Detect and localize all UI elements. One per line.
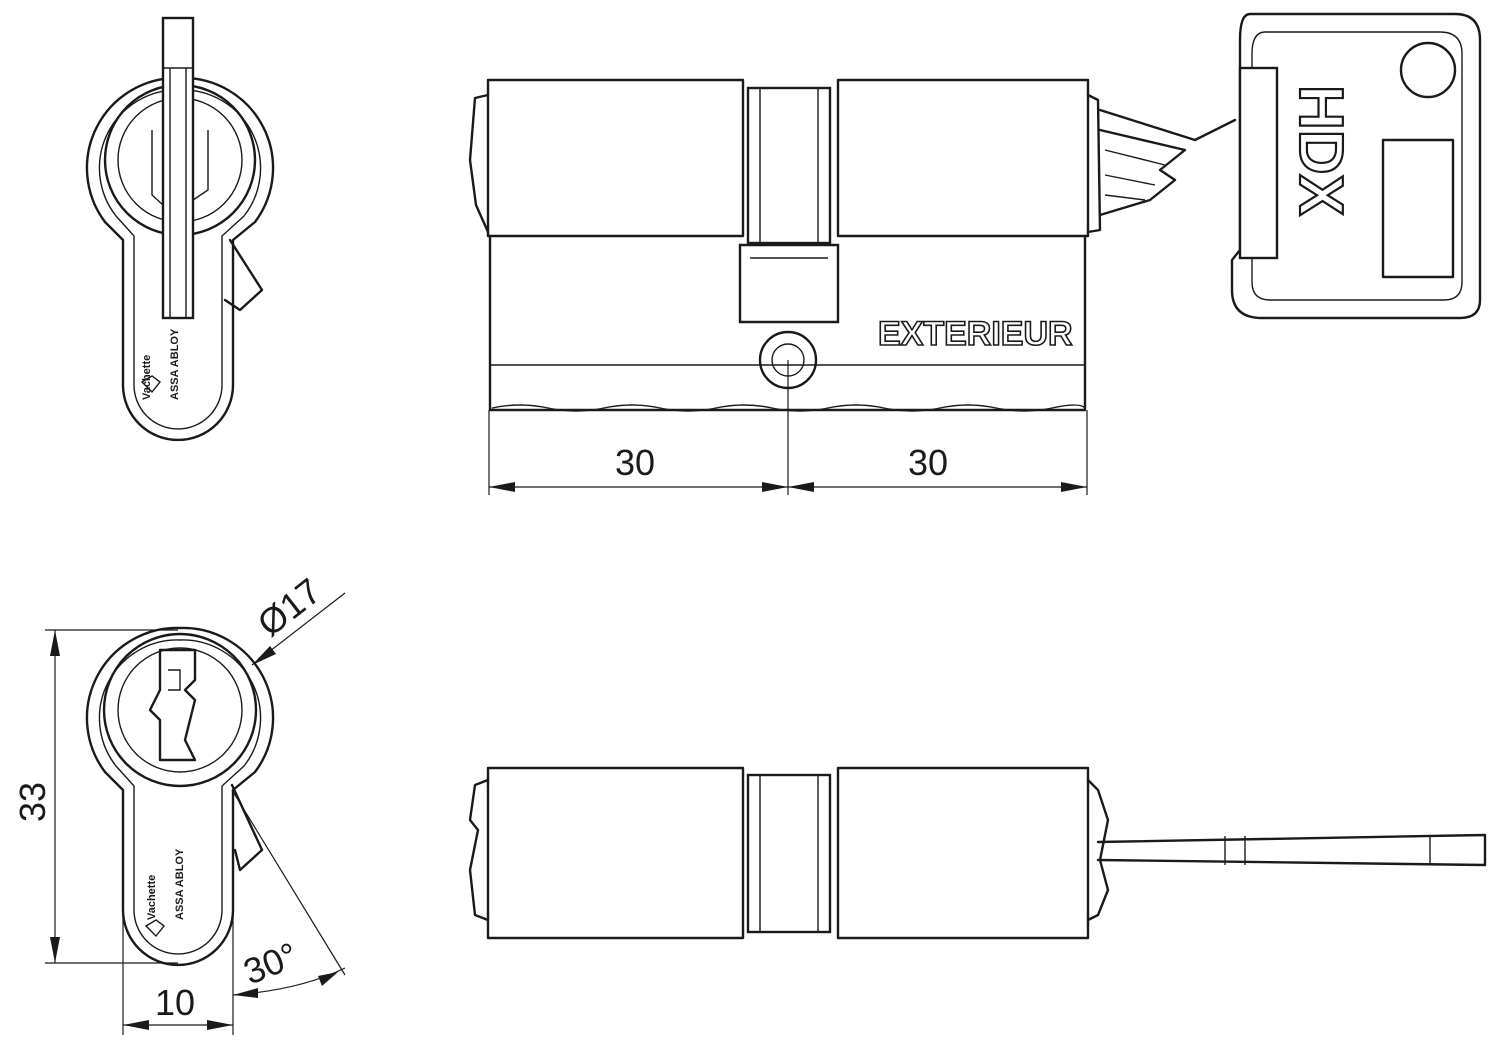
dim-right-30: 30 [908, 442, 948, 483]
brand-assa-abloy-2: ASSA ABLOY [174, 848, 186, 920]
end-view-profile: Vachette ASSA ABLOY [85, 626, 275, 967]
vachette-logo-icon-2 [144, 919, 165, 938]
key-chip-window [1381, 138, 1455, 279]
top-view [468, 766, 1487, 940]
dim-width-10: 10 [155, 982, 195, 1023]
exterior-label: EXTERIEUR [878, 315, 1073, 353]
length-dimensions: 30 30 [488, 360, 1088, 495]
vachette-logo-icon [140, 375, 161, 394]
dim-angle-30: 30° [238, 934, 304, 992]
key-bow: HDX [1230, 12, 1482, 320]
key-brand-hdx: HDX [1286, 85, 1355, 216]
height-dimension: 33 [12, 629, 178, 964]
dim-left-30: 30 [615, 442, 655, 483]
dim-height-33: 33 [12, 782, 53, 822]
brand-vachette: Vachette [141, 355, 153, 400]
dim-diameter-17: Ø17 [250, 570, 329, 644]
width-dimension: 10 [122, 910, 234, 1035]
brand-assa-abloy: ASSA ABLOY [169, 328, 181, 400]
diameter-dimension: Ø17 [250, 570, 346, 666]
side-view-with-key: EXTERIEUR [468, 78, 1237, 412]
end-view-with-key: Vachette ASSA ABLOY [85, 16, 275, 442]
brand-vachette-2: Vachette [146, 875, 158, 920]
key-ring-hole [1399, 41, 1457, 99]
